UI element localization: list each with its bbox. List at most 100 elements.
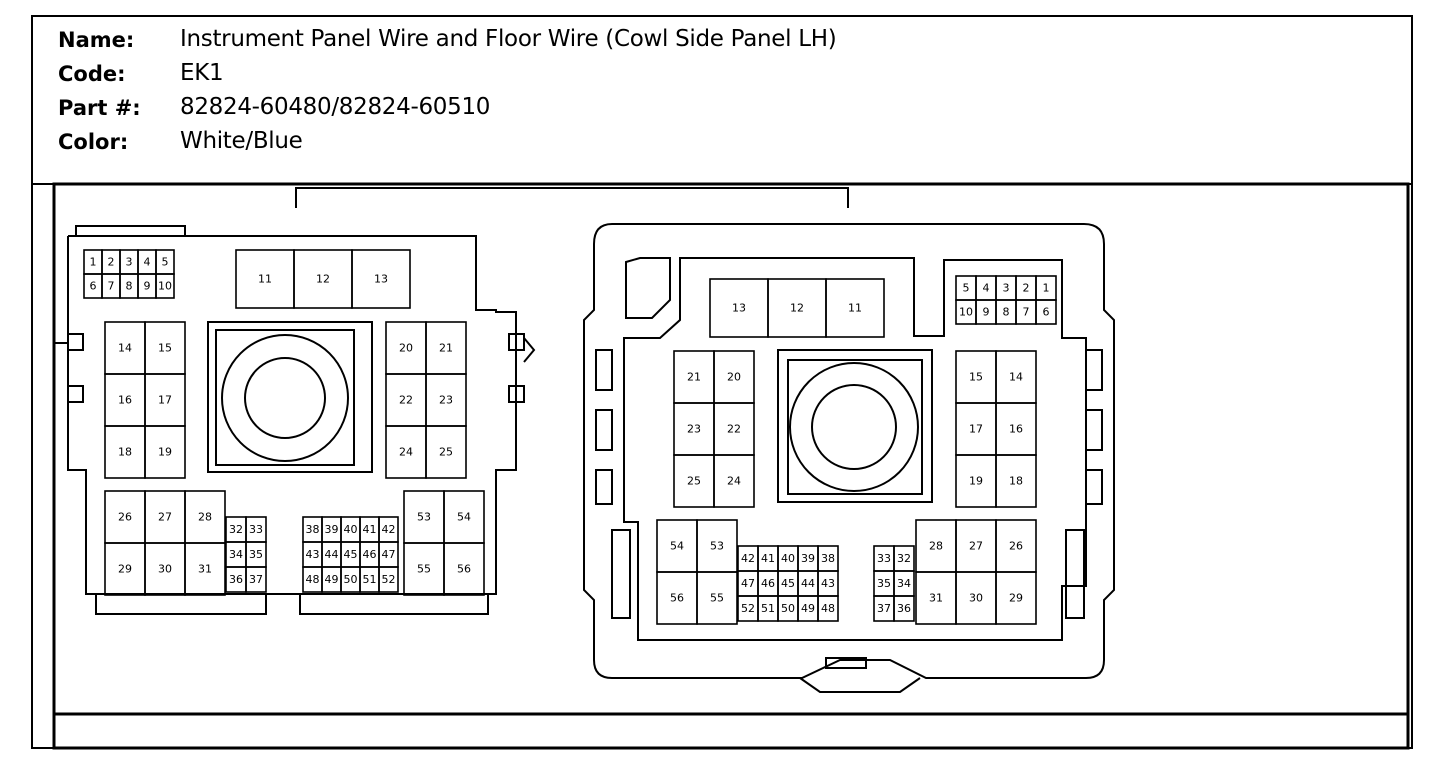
pin-number: 39	[325, 523, 339, 536]
pin-number: 23	[439, 394, 453, 407]
left-connector-pin-39: 39	[321, 516, 342, 543]
pin-number: 19	[969, 475, 983, 488]
right-connector-pin-39: 39	[797, 545, 819, 572]
left-connector-pin-50: 50	[340, 566, 361, 593]
pin-number: 32	[897, 552, 911, 565]
pin-number: 21	[687, 371, 701, 384]
pin-number: 8	[126, 280, 133, 293]
pin-number: 54	[670, 540, 684, 553]
right-connector-pin-50: 50	[777, 595, 799, 622]
pin-number: 16	[1009, 423, 1023, 436]
pin-number: 23	[687, 423, 701, 436]
pin-number: 47	[382, 548, 396, 561]
pin-number: 4	[144, 256, 151, 269]
right-connector-body	[583, 223, 1115, 693]
left-connector-pin-24: 24	[385, 425, 427, 479]
right-connector-pin-16: 16	[995, 402, 1037, 456]
left-connector-pin-7: 7	[101, 273, 121, 299]
right-connector-pin-52: 52	[737, 595, 759, 622]
pin-number: 33	[249, 523, 263, 536]
pin-number: 27	[969, 540, 983, 553]
pin-number: 25	[687, 475, 701, 488]
left-connector-pin-30: 30	[144, 542, 186, 596]
left-connector-pin-31: 31	[184, 542, 226, 596]
right-connector-pin-44: 44	[797, 570, 819, 597]
left-connector-pin-38: 38	[302, 516, 323, 543]
left-connector-pin-53: 53	[403, 490, 445, 544]
left-connector-pin-15: 15	[144, 321, 186, 375]
right-connector-pin-51: 51	[757, 595, 779, 622]
pin-number: 52	[741, 602, 755, 615]
pin-number: 9	[144, 280, 151, 293]
pin-number: 8	[1003, 306, 1010, 319]
right-connector-pin-48: 48	[817, 595, 839, 622]
left-connector-pin-21: 21	[425, 321, 467, 375]
pin-number: 19	[158, 446, 172, 459]
pin-number: 45	[781, 577, 795, 590]
pin-number: 56	[670, 592, 684, 605]
pin-number: 12	[790, 302, 804, 315]
left-connector-pin-8: 8	[119, 273, 139, 299]
left-connector-pin-46: 46	[359, 541, 380, 568]
pin-number: 11	[258, 273, 272, 286]
pin-number: 27	[158, 511, 172, 524]
right-connector-pin-24: 24	[713, 454, 755, 508]
part-number-value: 82824-60480/82824-60510	[180, 94, 491, 120]
pin-number: 5	[963, 282, 970, 295]
pin-number: 2	[1023, 282, 1030, 295]
pin-number: 41	[363, 523, 377, 536]
left-connector-pin-22: 22	[385, 373, 427, 427]
right-connector-pin-5: 5	[955, 275, 977, 301]
pin-number: 10	[158, 280, 172, 293]
pin-number: 3	[1003, 282, 1010, 295]
left-connector-pin-56: 56	[443, 542, 485, 596]
left-connector-pin-44: 44	[321, 541, 342, 568]
code-label: Code:	[58, 62, 126, 86]
pin-number: 24	[727, 475, 741, 488]
left-connector-pin-51: 51	[359, 566, 380, 593]
pin-number: 16	[118, 394, 132, 407]
right-connector-pin-56: 56	[656, 571, 698, 625]
right-connector-pin-15: 15	[955, 350, 997, 404]
pin-number: 4	[983, 282, 990, 295]
left-connector-pin-49: 49	[321, 566, 342, 593]
right-connector-pin-38: 38	[817, 545, 839, 572]
right-connector-pin-6: 6	[1035, 299, 1057, 325]
name-label: Name:	[58, 28, 135, 52]
left-connector-pin-3: 3	[119, 249, 139, 275]
pin-number: 6	[1043, 306, 1050, 319]
code-value: EK1	[180, 60, 224, 86]
pin-number: 28	[929, 540, 943, 553]
left-connector-pin-36: 36	[225, 566, 247, 593]
right-connector-pin-2: 2	[1015, 275, 1037, 301]
pin-number: 46	[363, 548, 377, 561]
left-connector-pin-54: 54	[443, 490, 485, 544]
right-connector-pin-11: 11	[825, 278, 885, 338]
right-connector-pin-47: 47	[737, 570, 759, 597]
pin-number: 34	[897, 577, 911, 590]
right-connector-pin-1: 1	[1035, 275, 1057, 301]
right-connector-pin-7: 7	[1015, 299, 1037, 325]
right-connector-pin-34: 34	[893, 570, 915, 597]
right-connector-pin-37: 37	[873, 595, 895, 622]
right-connector-pin-3: 3	[995, 275, 1017, 301]
right-connector-pin-10: 10	[955, 299, 977, 325]
left-connector-pin-33: 33	[245, 516, 267, 543]
pin-number: 15	[969, 371, 983, 384]
pin-number: 22	[399, 394, 413, 407]
pin-number: 6	[90, 280, 97, 293]
pin-number: 17	[158, 394, 172, 407]
right-connector-pin-18: 18	[995, 454, 1037, 508]
pin-number: 37	[877, 602, 891, 615]
left-connector-pin-13: 13	[351, 249, 411, 309]
right-connector-pin-29: 29	[995, 571, 1037, 625]
pin-number: 55	[417, 563, 431, 576]
left-connector-pin-28: 28	[184, 490, 226, 544]
pin-number: 35	[249, 548, 263, 561]
pin-number: 47	[741, 577, 755, 590]
right-connector-pin-30: 30	[955, 571, 997, 625]
left-connector-pin-17: 17	[144, 373, 186, 427]
left-connector-body	[54, 225, 536, 615]
pin-number: 25	[439, 446, 453, 459]
